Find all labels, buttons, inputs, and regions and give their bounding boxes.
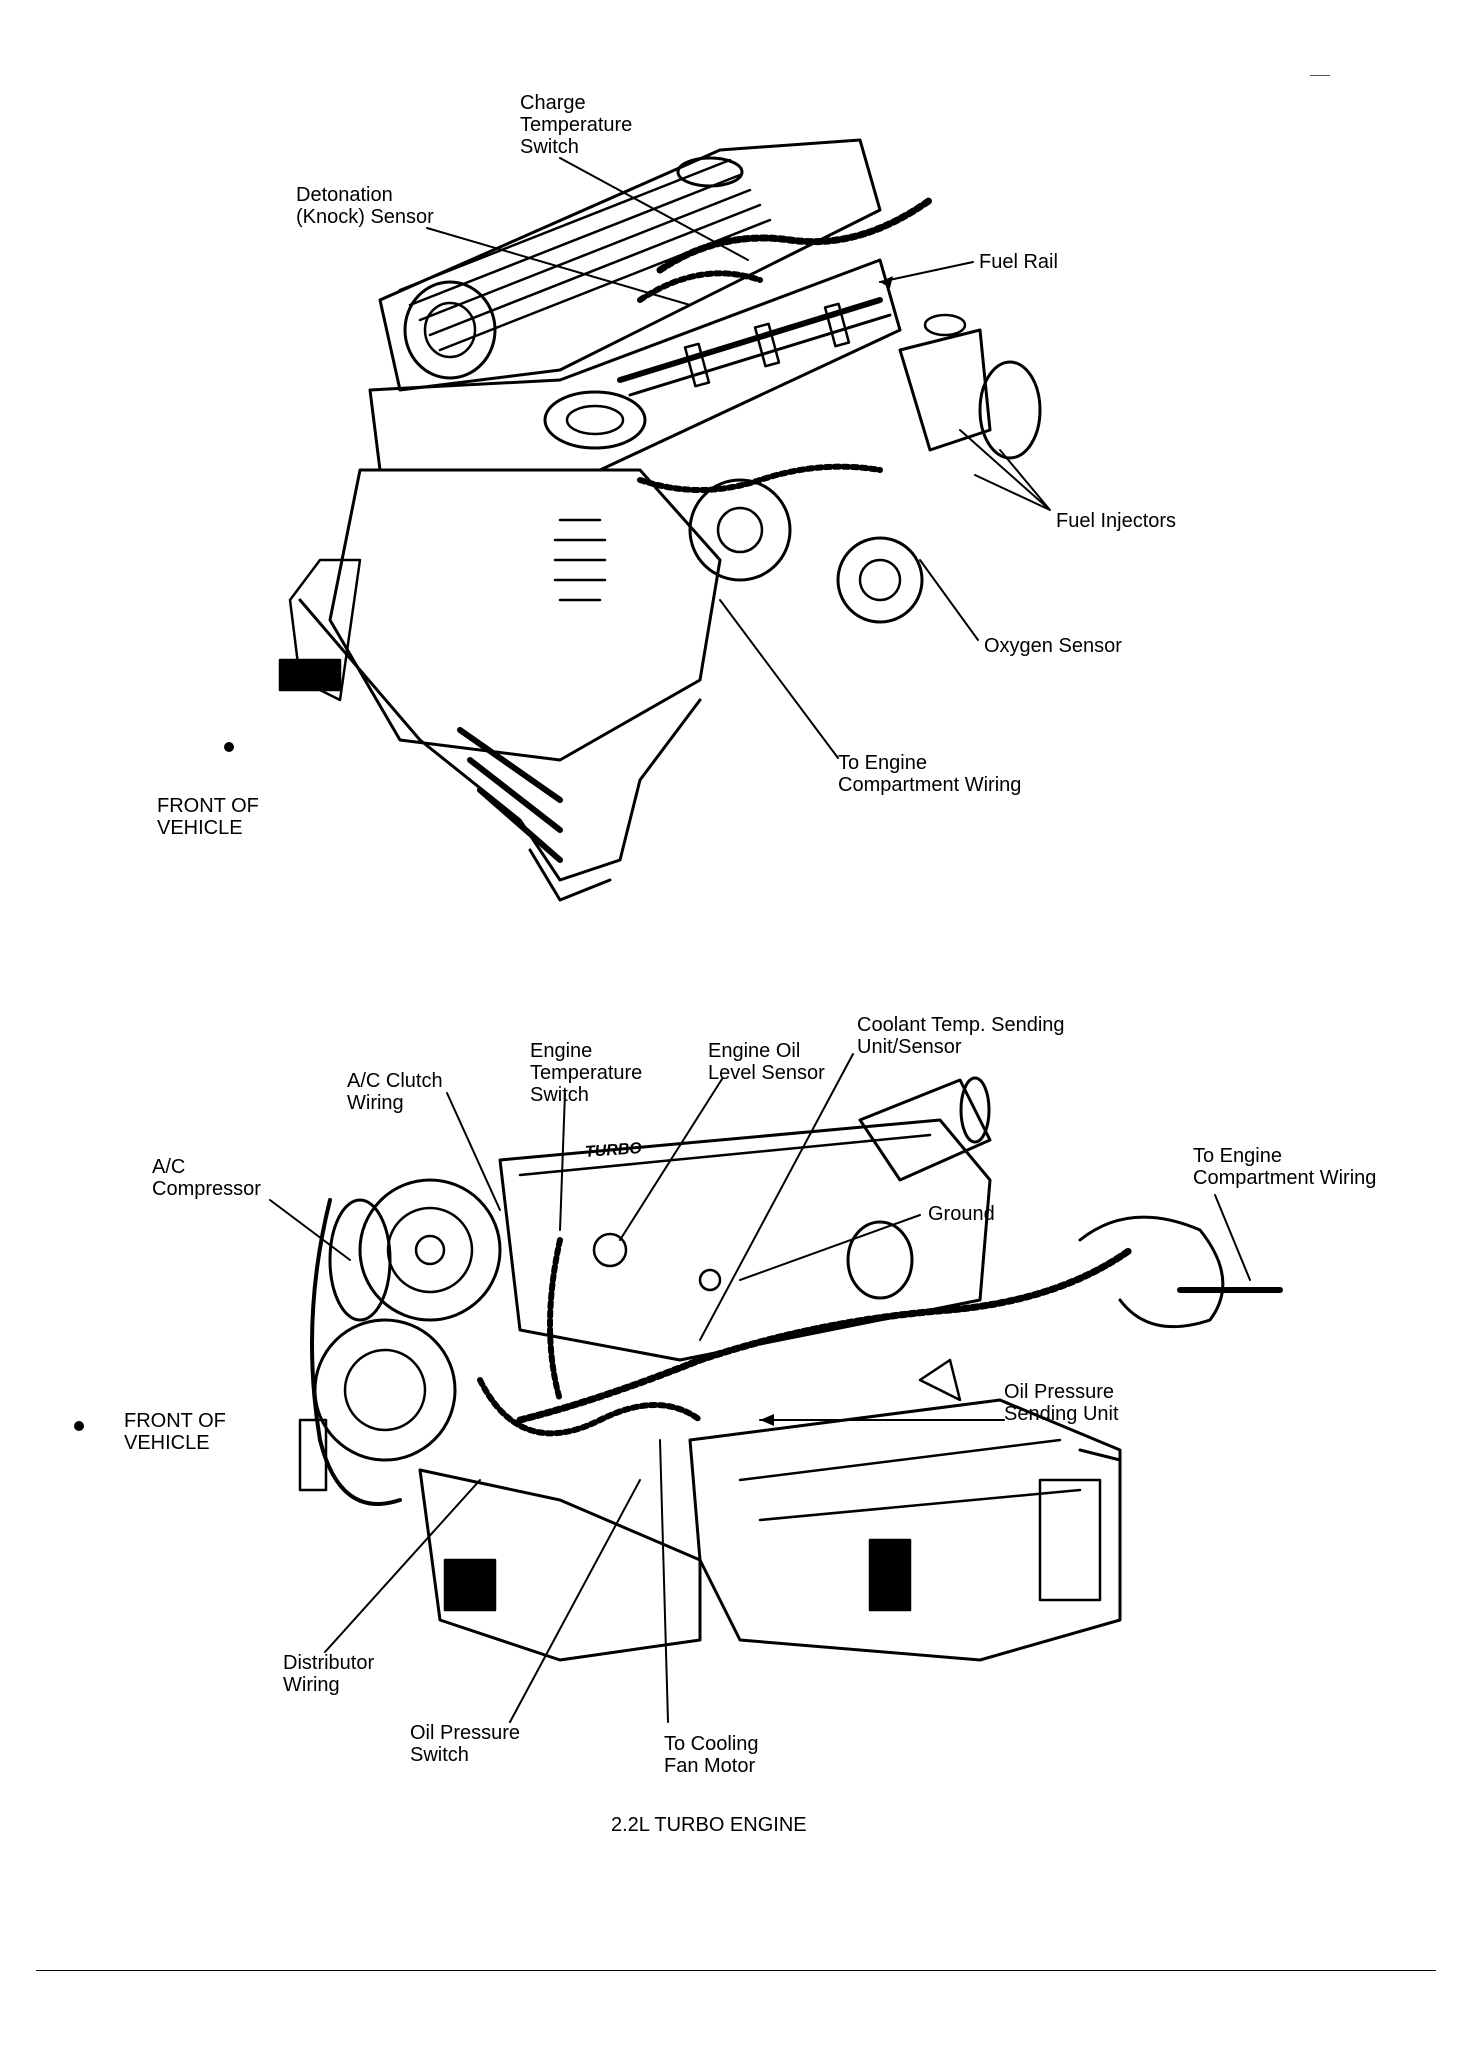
label-oil-pressure-switch: Oil Pressure Switch [410,1722,521,1766]
bottom-rule [36,1970,1436,1971]
label-ac-clutch-wiring: A/C Clutch Wiring [347,1070,443,1114]
label-ac-compressor: A/C Compressor [152,1156,261,1200]
label-oil-pressure-sending-unit: Oil Pressure Sending Unit [1004,1381,1119,1425]
label-cooling-fan-motor: To Cooling Fan Motor [664,1733,759,1777]
label-fuel-injectors: Fuel Injectors [1056,510,1177,532]
label-ground: Ground [928,1203,995,1225]
label-oxygen-sensor: Oxygen Sensor [984,635,1122,657]
label-engine-wiring-bottom: To Engine Compartment Wiring [1193,1145,1377,1189]
label-coolant-temp-sensor: Coolant Temp. Sending Unit/Sensor [857,1014,1065,1058]
label-engine-temp-switch: Engine Temperature Switch [530,1040,643,1106]
label-fuel-rail: Fuel Rail [979,251,1058,273]
bottom-engine-drawing [298,1076,1283,1662]
figure-caption: 2.2L TURBO ENGINE [611,1814,807,1836]
front-marker-top [224,742,234,752]
label-distributor-wiring: Distributor Wiring [283,1652,375,1696]
label-front-of-vehicle-bottom: FRONT OF VEHICLE [124,1410,226,1454]
engine-badge-text: TURBO [584,1140,643,1161]
top-engine-drawing [278,138,1042,902]
label-engine-wiring-top: To Engine Compartment Wiring [838,752,1022,796]
label-front-of-vehicle-top: FRONT OF VEHICLE [157,795,259,839]
corner-mark [1310,75,1330,76]
leader-lines [269,157,1251,1723]
label-charge-temp-switch: Charge Temperature Switch [520,92,633,158]
front-marker-bottom [74,1421,84,1431]
label-knock-sensor: Detonation (Knock) Sensor [296,184,434,228]
label-engine-oil-level-sensor: Engine Oil Level Sensor [708,1040,825,1084]
